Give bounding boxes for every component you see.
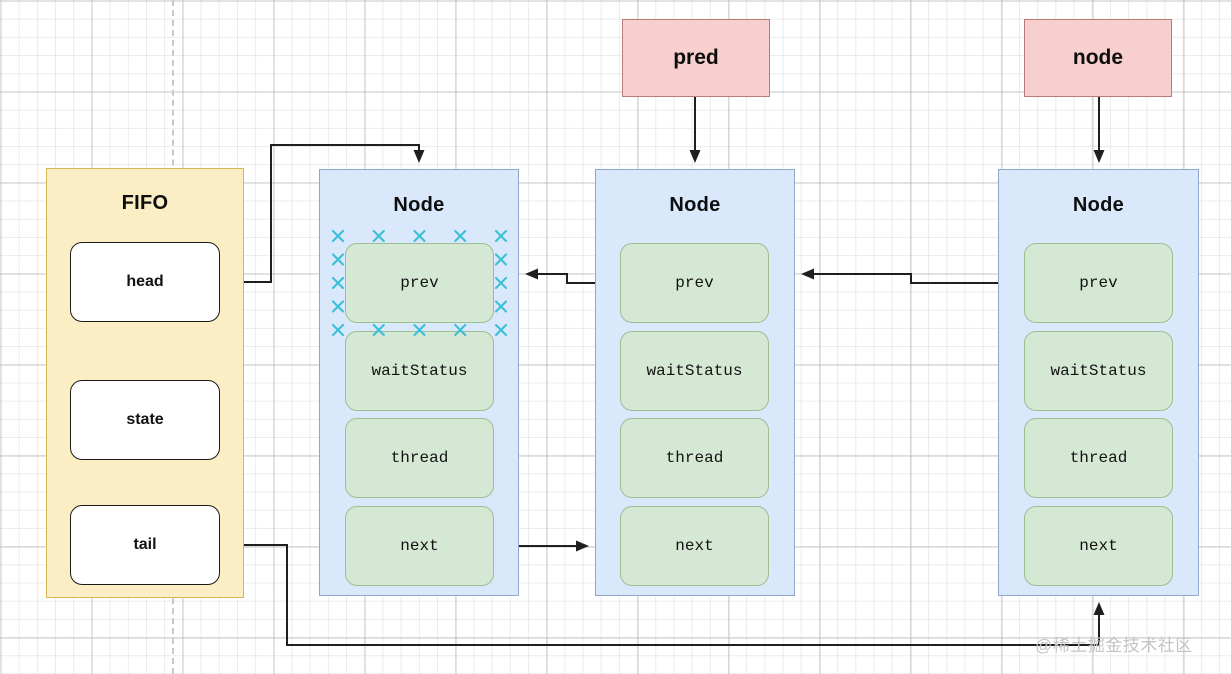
node1-field-prev[interactable]: prev [345, 243, 494, 323]
reference-box-pred[interactable]: pred [622, 19, 770, 97]
node2-field-thread[interactable]: thread [620, 418, 769, 498]
node3-field-prev[interactable]: prev [1024, 243, 1173, 323]
node2-field-next[interactable]: next [620, 506, 769, 586]
node3-field-thread[interactable]: thread [1024, 418, 1173, 498]
node1-field-thread[interactable]: thread [345, 418, 494, 498]
fifo-field-state[interactable]: state [70, 380, 220, 460]
reference-box-node[interactable]: node [1024, 19, 1172, 97]
node2-title: Node [669, 194, 721, 216]
node2-field-waitstatus[interactable]: waitStatus [620, 331, 769, 411]
edge-pred-to-node2[interactable] [689, 97, 701, 163]
node3-field-next[interactable]: next [1024, 506, 1173, 586]
fifo-field-tail[interactable]: tail [70, 505, 220, 585]
node3-title: Node [1072, 194, 1125, 216]
watermark-label: @稀土掘金技术社区 [1035, 636, 1193, 655]
edge-node3-prev-to-node2[interactable] [801, 268, 1024, 284]
node1-field-waitstatus[interactable]: waitStatus [345, 331, 494, 411]
node1-title: Node [393, 194, 445, 216]
fifo-field-head[interactable]: head [70, 242, 220, 322]
node1-field-next[interactable]: next [345, 506, 494, 586]
node3-field-waitstatus[interactable]: waitStatus [1024, 331, 1173, 411]
fifo-title: FIFO [121, 192, 169, 214]
edge-node-to-node3[interactable] [1093, 97, 1105, 163]
node2-field-prev[interactable]: prev [620, 243, 769, 323]
